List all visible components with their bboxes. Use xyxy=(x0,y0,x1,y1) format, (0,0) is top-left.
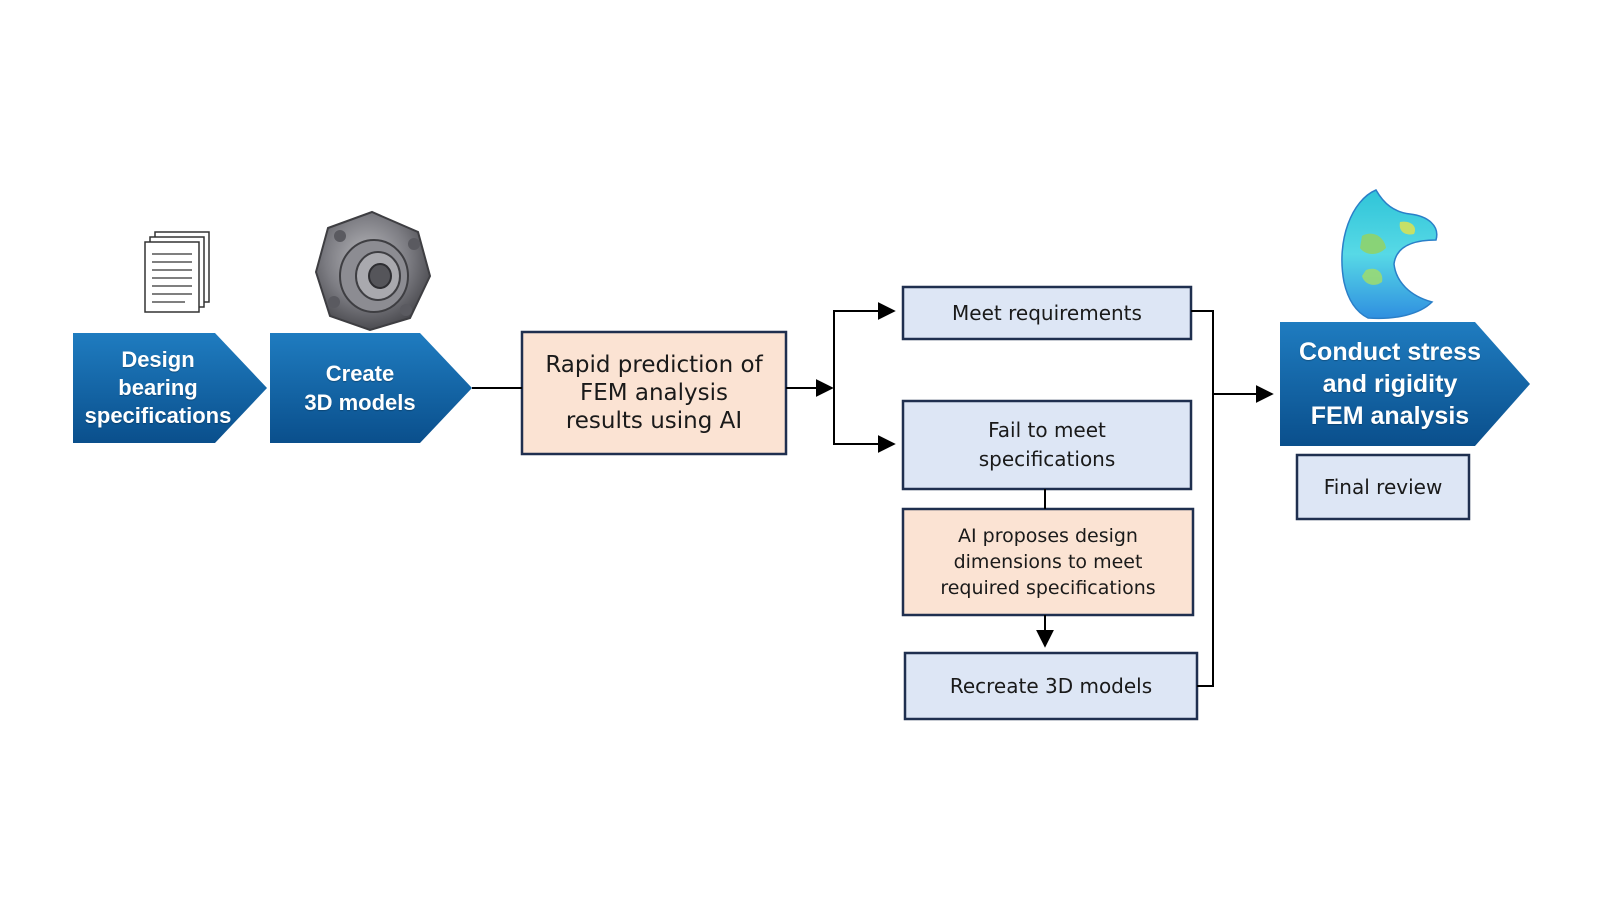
connector-meet-return xyxy=(1191,310,1214,687)
connector-branch-to-meet xyxy=(833,302,896,388)
fem-stress-model-icon xyxy=(1341,189,1438,320)
box-rapid-prediction xyxy=(520,330,788,456)
box-ai-proposes xyxy=(901,507,1195,617)
connectors xyxy=(472,302,1274,687)
box-meet-requirements xyxy=(901,285,1193,341)
meet-requirements-label: Meet requirements xyxy=(952,301,1142,325)
document-stack-icon xyxy=(144,231,210,313)
ai-proposes-label: AI proposes design dimensions to meet re… xyxy=(940,525,1156,599)
fail-to-meet-label: Fail to meet specifications xyxy=(978,418,1116,471)
box-fail-to-meet xyxy=(901,399,1193,491)
chevron-design-label: Design bearing specifications xyxy=(84,347,232,428)
chevron-create-3d-models xyxy=(270,333,472,443)
final-review-label: Final review xyxy=(1323,475,1443,499)
box-final-review xyxy=(1295,453,1471,521)
chevron-conduct-fem-analysis xyxy=(1280,322,1530,446)
rapid-prediction-label: Rapid prediction of FEM analysis results… xyxy=(545,352,763,434)
chevron-conduct-label: Conduct stress and rigidity FEM analysis xyxy=(1299,338,1481,430)
connector-branch-to-fail xyxy=(833,388,896,453)
recreate-3d-models-label: Recreate 3D models xyxy=(949,674,1153,698)
chevron-design-bearing-specifications xyxy=(73,333,267,443)
box-recreate-3d-models xyxy=(903,651,1199,721)
chevron-create-label: Create 3D models xyxy=(304,361,416,415)
bearing-hub-icon xyxy=(314,210,432,332)
